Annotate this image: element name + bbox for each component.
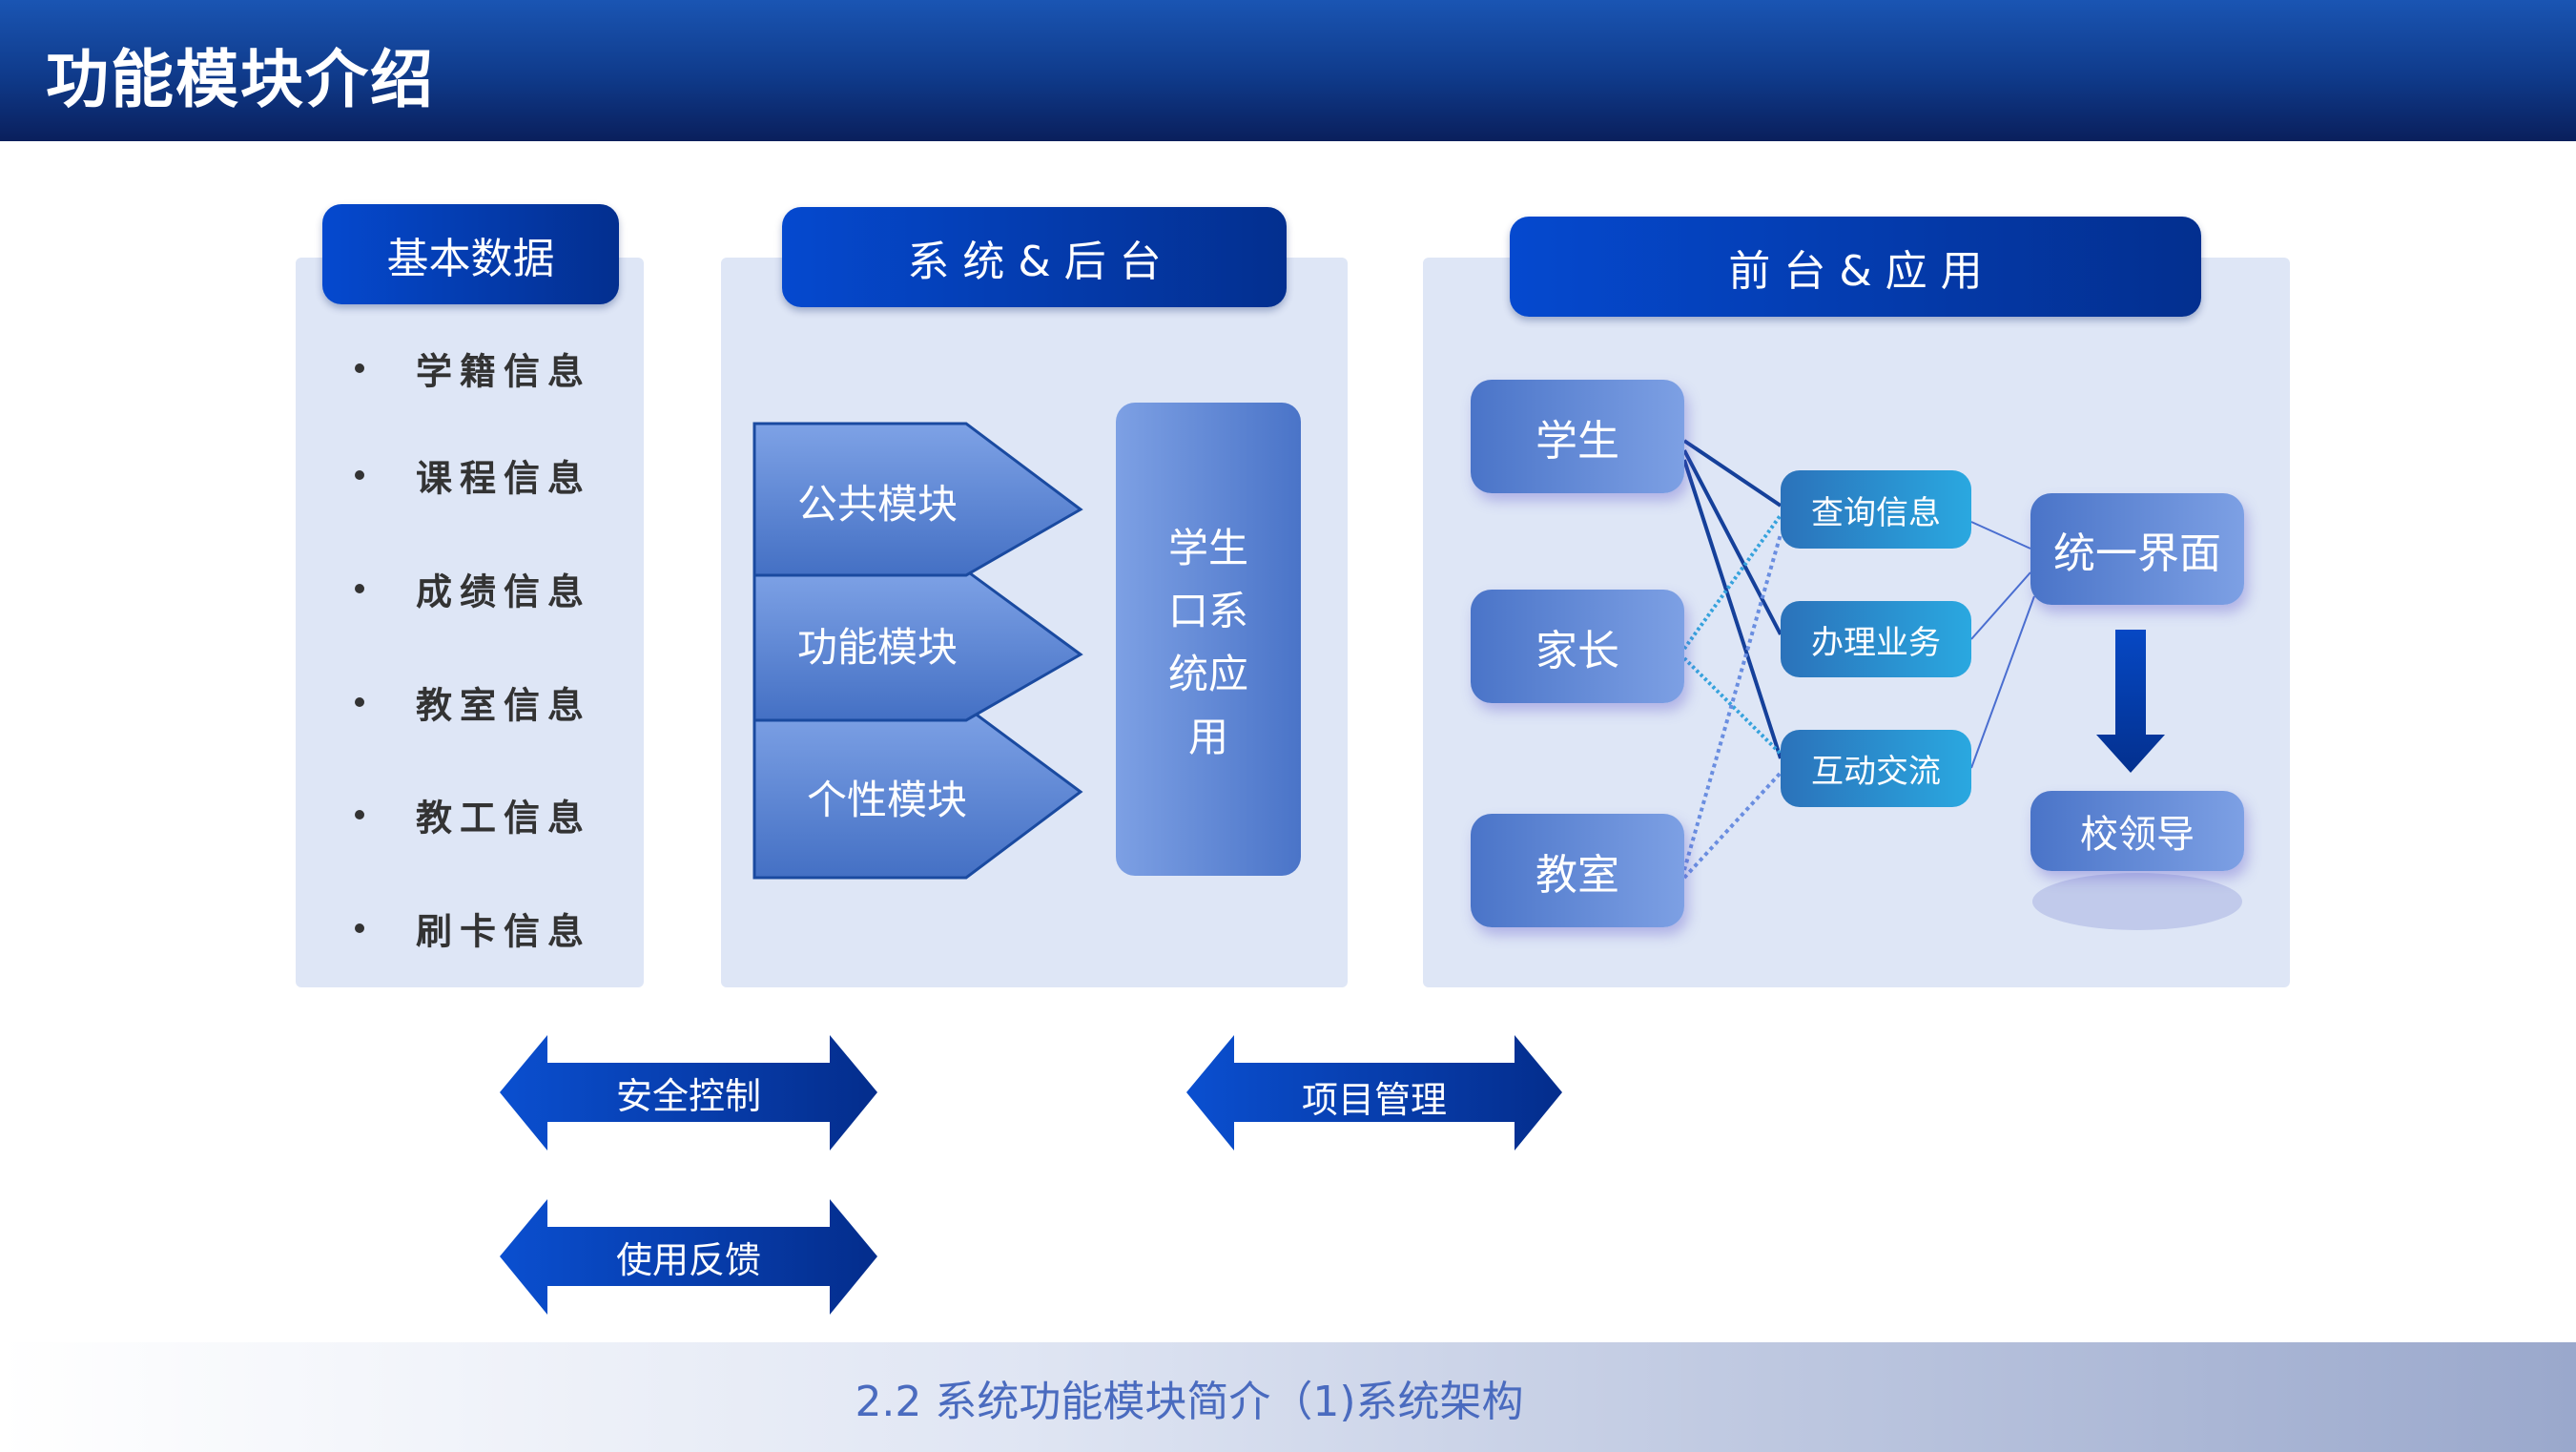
backend-label: 系 统 & 后 台 (782, 207, 1287, 307)
project-management-label: 项目管理 (1301, 1078, 1447, 1121)
reflection-shadow (2032, 873, 2242, 930)
footer-caption: 2.2 系统功能模块简介（1)系统架构 (855, 1377, 1524, 1426)
list-item: 成绩信息 (416, 570, 592, 613)
module-personal: 个性模块 (806, 776, 967, 823)
bullet-icon (355, 923, 364, 933)
list-item: 教室信息 (416, 684, 592, 727)
student-system-app-box: 学生 口系 统应 用 (1116, 403, 1301, 876)
list-item: 学籍信息 (416, 350, 592, 393)
double-arrow-feedback (500, 1199, 877, 1315)
function-interact: 互动交流 (1781, 730, 1971, 807)
list-item: 课程信息 (416, 457, 592, 500)
security-control-label: 安全控制 (615, 1074, 761, 1117)
bullet-icon (355, 810, 364, 819)
usage-feedback-label: 使用反馈 (615, 1238, 761, 1281)
app-line: 统应 (1167, 651, 1248, 697)
connection-lines (1682, 439, 2035, 880)
bullet-icon (355, 584, 364, 593)
arrow-down-icon (2096, 630, 2165, 773)
bullet-icon (355, 363, 364, 373)
user-parent: 家长 (1471, 590, 1684, 703)
bullet-icon (355, 697, 364, 707)
chevron-public-module (752, 422, 1083, 577)
double-arrow-security (500, 1035, 877, 1151)
function-business: 办理业务 (1781, 601, 1971, 677)
module-public: 公共模块 (796, 480, 958, 528)
frontend-label: 前 台 & 应 用 (1510, 217, 2201, 317)
app-line: 学生 (1167, 525, 1248, 571)
footer-band (0, 1342, 2576, 1452)
app-line: 口系 (1167, 588, 1248, 634)
app-line: 用 (1187, 714, 1228, 760)
module-function: 功能模块 (796, 623, 958, 671)
list-item: 刷卡信息 (416, 910, 592, 953)
user-classroom: 教室 (1471, 814, 1684, 927)
user-student: 学生 (1471, 380, 1684, 493)
header-bar (0, 0, 2576, 141)
basic-data-label: 基本数据 (322, 204, 619, 304)
list-item: 教工信息 (416, 797, 592, 840)
school-leader: 校领导 (2030, 791, 2244, 871)
basic-data-panel (296, 258, 644, 987)
double-arrow-project (1186, 1035, 1562, 1151)
page-title: 功能模块介绍 (46, 43, 435, 116)
function-query: 查询信息 (1781, 470, 1971, 549)
unified-interface: 统一界面 (2030, 493, 2244, 605)
bullet-icon (355, 470, 364, 480)
